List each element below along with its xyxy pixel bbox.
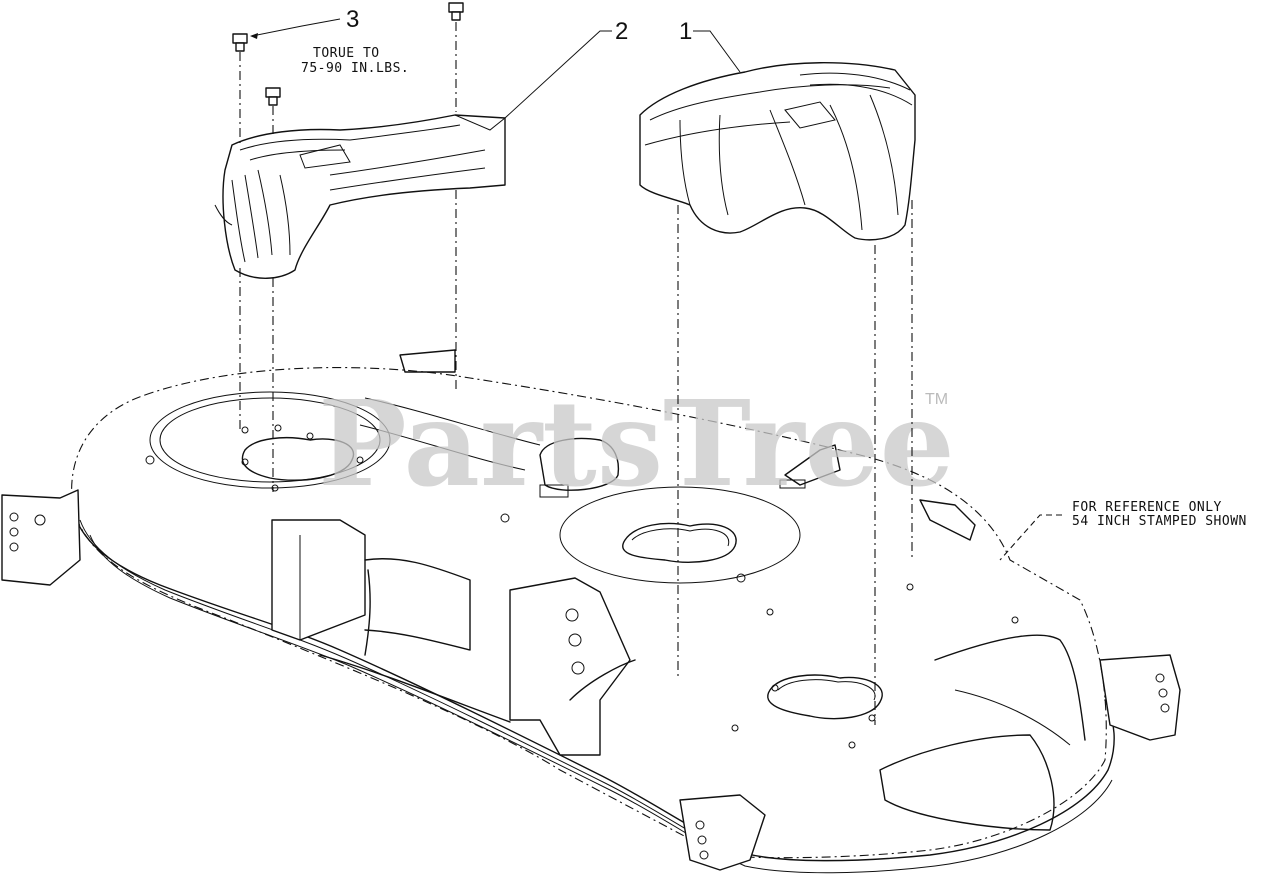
assembly-lines [239, 22, 913, 725]
bolt-icon [232, 33, 248, 52]
bolt-icon [265, 87, 281, 106]
part-2-left-belt-cover [214, 114, 506, 279]
mower-deck [1, 349, 1181, 874]
trademark-symbol: TM [925, 391, 948, 408]
front-right-hanger-bracket [679, 794, 766, 871]
callout-2: 2 [615, 18, 628, 45]
watermark-text: PartsTree [318, 374, 955, 513]
torque-note-line-2: 75-90 IN.LBS. [301, 61, 409, 76]
part-1-right-belt-cover [639, 62, 916, 241]
callout-leaders [250, 18, 1062, 561]
part-3-bolts [232, 2, 464, 106]
front-hanger-bracket [509, 577, 636, 756]
callout-3: 3 [346, 6, 359, 33]
mounting-holes [145, 424, 1019, 749]
discharge-bracket [271, 519, 511, 723]
torque-note-line-1: TORUE TO [313, 46, 380, 61]
right-hanger-bracket [1099, 654, 1181, 741]
reference-note-line-1: FOR REFERENCE ONLY [1072, 500, 1222, 515]
bolt-icon [448, 2, 464, 21]
reference-note-line-2: 54 INCH STAMPED SHOWN [1072, 514, 1247, 529]
callout-1: 1 [679, 18, 692, 45]
left-hanger-bracket [1, 489, 81, 586]
